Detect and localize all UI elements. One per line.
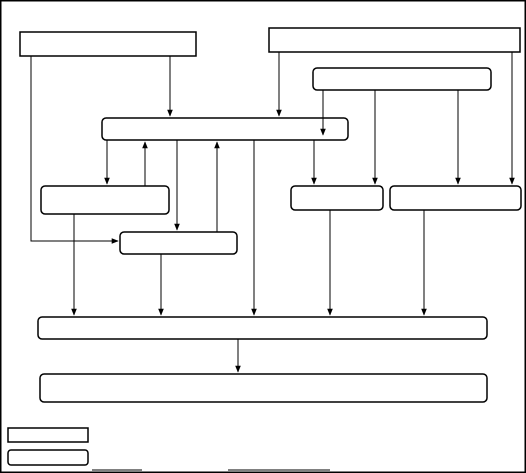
legend-box-2	[7, 449, 89, 466]
box-sub-right	[312, 67, 492, 91]
box-output-wide	[39, 373, 488, 403]
legend-box-1	[7, 427, 89, 443]
box-mid-left	[40, 185, 170, 215]
box-mid-right-b	[389, 185, 522, 211]
box-hub-center	[101, 117, 349, 141]
box-collector-wide	[37, 316, 488, 340]
arrow-source-left-to-mid-lower	[30, 56, 119, 244]
box-source-top-right	[268, 27, 521, 53]
box-mid-lower-center	[119, 231, 238, 255]
box-mid-right-a	[290, 185, 384, 211]
box-source-top-left	[19, 31, 197, 57]
